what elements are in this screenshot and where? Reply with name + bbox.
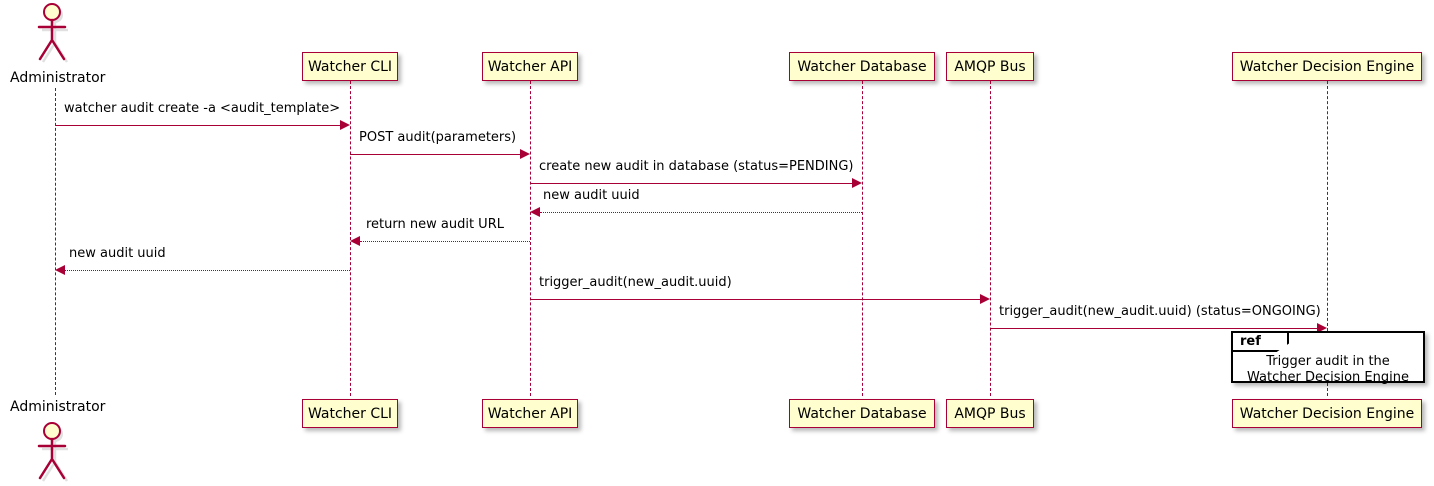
message-line-trigger-audit-ongoing	[990, 328, 1317, 329]
ref-fragment-body: Trigger audit in the Watcher Decision En…	[1233, 354, 1423, 386]
ref-fragment-line-2: Watcher Decision Engine	[1247, 370, 1409, 385]
message-label-trigger-audit: trigger_audit(new_audit.uuid)	[539, 275, 732, 290]
participant-watcher-cli-bottom[interactable]: Watcher CLI	[302, 399, 398, 428]
message-label-trigger-audit-ongoing: trigger_audit(new_audit.uuid) (status=ON…	[999, 304, 1321, 319]
message-label-watcher-audit-create: watcher audit create -a <audit_template>	[64, 101, 341, 116]
lifeline-amqp-bus	[990, 81, 991, 396]
arrowhead-left-icon	[55, 265, 65, 275]
arrowhead-right-icon	[520, 149, 530, 159]
arrowhead-right-icon	[1317, 323, 1327, 333]
arrowhead-left-icon	[350, 236, 360, 246]
actor-label-administrator-top: Administrator	[10, 70, 106, 86]
arrowhead-right-icon	[340, 120, 350, 130]
lifeline-watcher-decision-engine	[1327, 81, 1328, 331]
message-label-create-new-audit: create new audit in database (status=PEN…	[539, 159, 854, 174]
message-label-return-new-audit-url: return new audit URL	[366, 217, 504, 232]
ref-fragment-line-1: Trigger audit in the	[1266, 354, 1390, 369]
message-line-new-audit-uuid-db	[540, 212, 862, 213]
participant-watcher-database-top[interactable]: Watcher Database	[789, 52, 935, 81]
actor-figure-administrator-bottom	[33, 421, 77, 486]
participant-watcher-decision-engine-bottom[interactable]: Watcher Decision Engine	[1232, 399, 1422, 428]
lifeline-watcher-api	[530, 81, 531, 396]
message-line-watcher-audit-create	[55, 125, 340, 126]
lifeline-watcher-decision-engine-lower	[1327, 383, 1328, 396]
participant-amqp-bus-bottom[interactable]: AMQP Bus	[946, 399, 1034, 428]
message-label-post-audit: POST audit(parameters)	[359, 130, 517, 145]
ref-fragment: ref Trigger audit in the Watcher Decisio…	[1231, 331, 1425, 386]
ref-fragment-tab-label: ref	[1233, 333, 1289, 352]
message-line-new-audit-uuid-admin	[65, 270, 350, 271]
message-label-new-audit-uuid-db: new audit uuid	[543, 188, 640, 203]
message-line-create-new-audit	[530, 183, 852, 184]
message-line-post-audit	[350, 154, 520, 155]
participant-watcher-cli-top[interactable]: Watcher CLI	[302, 52, 398, 81]
participant-watcher-api-top[interactable]: Watcher API	[482, 52, 578, 81]
participant-watcher-database-bottom[interactable]: Watcher Database	[789, 399, 935, 428]
participant-watcher-api-bottom[interactable]: Watcher API	[482, 399, 578, 428]
participant-amqp-bus-top[interactable]: AMQP Bus	[946, 52, 1034, 81]
arrowhead-right-icon	[852, 178, 862, 188]
arrowhead-right-icon	[980, 294, 990, 304]
actor-label-administrator-bottom: Administrator	[10, 399, 106, 415]
message-line-trigger-audit	[530, 299, 980, 300]
participant-watcher-decision-engine-top[interactable]: Watcher Decision Engine	[1232, 52, 1422, 81]
message-line-return-new-audit-url	[360, 241, 530, 242]
message-label-new-audit-uuid-admin: new audit uuid	[69, 246, 166, 261]
arrowhead-left-icon	[530, 207, 540, 217]
actor-figure-administrator-top	[33, 2, 77, 68]
lifeline-administrator	[55, 88, 56, 395]
lifeline-watcher-database	[862, 81, 863, 396]
